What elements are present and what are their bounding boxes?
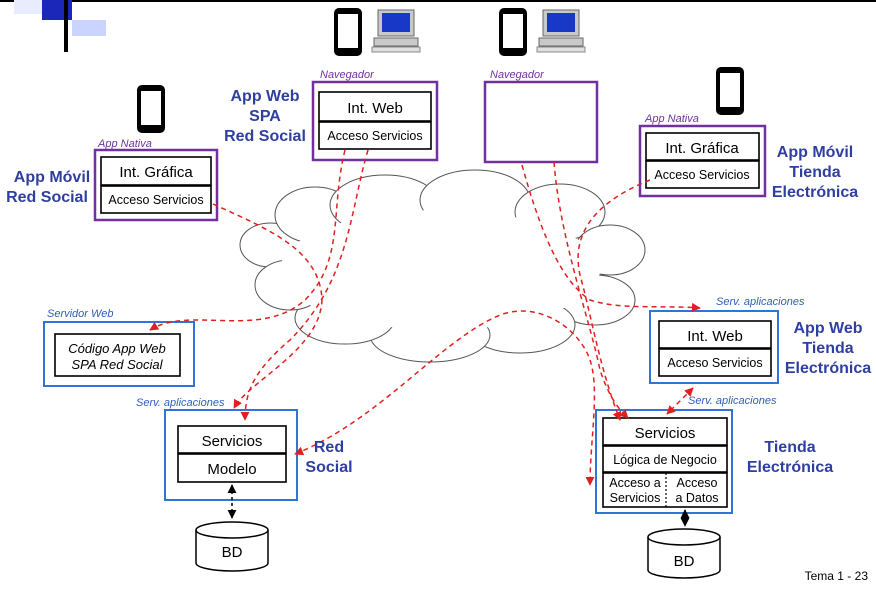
label-red-social: Red <box>314 439 344 456</box>
box-label: SPA Red Social <box>71 357 163 372</box>
acceso-box <box>602 472 728 508</box>
modelo-box <box>177 453 287 483</box>
acceso-servicios-box <box>645 160 760 189</box>
page-number: Tema 1 - 23 <box>804 569 868 583</box>
navegador-tienda <box>483 80 599 164</box>
box-label: Int. Web <box>687 328 743 345</box>
container-label: Serv. aplicaciones <box>136 397 225 409</box>
acceso-servicios-box <box>100 185 212 214</box>
box-label: Acceso Servicios <box>108 193 203 207</box>
int-grafica-box <box>100 156 212 186</box>
database-icon: BD <box>647 528 721 579</box>
phone-icon <box>499 8 527 56</box>
label-app-movil-red-social: Red Social <box>6 189 88 206</box>
label-app-movil-red-social: App Móvil <box>14 169 90 186</box>
label-app-movil-tienda: App Móvil <box>777 144 853 161</box>
box-label: Servicios <box>610 491 661 505</box>
box-label: Código App Web <box>68 341 166 356</box>
container-label: Navegador <box>490 69 545 81</box>
box-label: Servicios <box>202 433 263 450</box>
acceso-servicios-box <box>658 348 772 377</box>
label-tienda-electronica: Electrónica <box>747 459 833 476</box>
phone-icon <box>334 8 362 56</box>
box-label: Acceso <box>677 476 718 490</box>
label-app-web-tienda: App Web <box>793 320 862 337</box>
container-label: Serv. aplicaciones <box>688 395 777 407</box>
svg-text:BD: BD <box>222 544 243 561</box>
label-tienda-electronica: Tienda <box>764 439 815 456</box>
box-label: Acceso Servicios <box>654 168 749 182</box>
phone-icon <box>716 67 744 115</box>
container-label: Servidor Web <box>47 308 113 320</box>
label-app-movil-tienda: Tienda <box>789 164 840 181</box>
container-label: App Nativa <box>644 113 699 125</box>
container-label: Serv. aplicaciones <box>716 296 805 308</box>
svg-text:BD: BD <box>674 553 695 570</box>
logica-negocio-box <box>602 445 728 473</box>
box-label: a Datos <box>675 491 718 505</box>
box-label: Int. Web <box>347 100 403 117</box>
network-links <box>149 149 701 486</box>
computer-icon <box>536 9 586 53</box>
label-app-web-tienda: Electrónica <box>785 360 871 377</box>
slide-decoration <box>0 0 876 52</box>
computer-icon <box>371 9 421 53</box>
label-app-web-spa: App Web <box>230 88 299 105</box>
label-red-social: Social <box>305 459 352 476</box>
box-label: Int. Gráfica <box>665 140 739 157</box>
servicios-box <box>177 425 287 454</box>
label-app-web-spa: Red Social <box>224 128 306 145</box>
database-icon: BD <box>195 521 269 572</box>
internet-cloud <box>239 169 646 363</box>
box-label: Lógica de Negocio <box>613 453 717 467</box>
codigo-app-web-box <box>54 333 181 377</box>
label-app-movil-tienda: Electrónica <box>772 184 858 201</box>
box-label: Acceso Servicios <box>327 129 422 143</box>
container-label: Navegador <box>320 69 375 81</box>
box-label: Acceso Servicios <box>667 356 762 370</box>
acceso-servicios-box <box>318 121 432 150</box>
box-label: Servicios <box>635 425 696 442</box>
int-grafica-box <box>645 132 760 161</box>
int-web-box <box>658 320 772 349</box>
container-label: App Nativa <box>97 138 152 150</box>
label-app-web-tienda: Tienda <box>802 340 853 357</box>
int-web-box <box>318 91 432 122</box>
servicios-box <box>602 417 728 446</box>
box-label: Acceso a <box>609 476 660 490</box>
box-label: Modelo <box>207 461 256 478</box>
box-label: Int. Gráfica <box>119 164 193 181</box>
label-app-web-spa: SPA <box>249 108 281 125</box>
phone-icon <box>137 85 165 133</box>
